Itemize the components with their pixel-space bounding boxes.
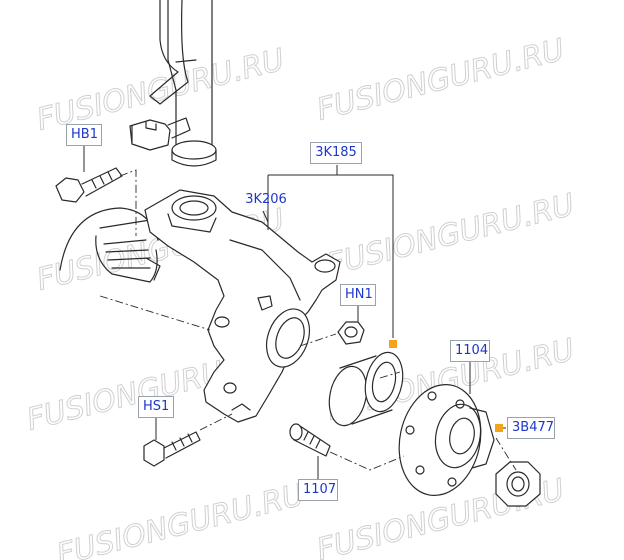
bolt-hb1 [55, 167, 123, 203]
assembly-center-lines [99, 169, 517, 471]
watermark-text: FUSIONGURU.RU [53, 477, 307, 560]
callout-1104: 1104 [450, 340, 490, 362]
leader-lines [83, 145, 506, 479]
nut-hn1 [337, 321, 365, 345]
wheel-hub [398, 383, 495, 497]
callout-1107: 1107 [298, 479, 338, 501]
callout-3k185: 3K185 [310, 142, 362, 164]
bolt-hs1 [143, 431, 201, 467]
watermark-text: FUSIONGURU.RU [323, 187, 577, 282]
callout-hb1: HB1 [66, 124, 102, 146]
reference-marker [495, 424, 503, 432]
brake-hose-bracket [129, 0, 191, 151]
reference-marker [389, 340, 397, 348]
callout-3k206: 3K206 [245, 192, 287, 207]
callout-3b477: 3B477 [507, 417, 555, 439]
callout-hs1: HS1 [138, 396, 174, 418]
strut-tube [167, 0, 217, 167]
hub-nut [495, 461, 541, 507]
callout-hn1: HN1 [340, 284, 376, 306]
watermark-text: FUSIONGURU.RU [313, 32, 567, 127]
wheel-bearing [328, 351, 404, 427]
wheel-stud [289, 423, 331, 457]
steering-knuckle [144, 189, 341, 423]
